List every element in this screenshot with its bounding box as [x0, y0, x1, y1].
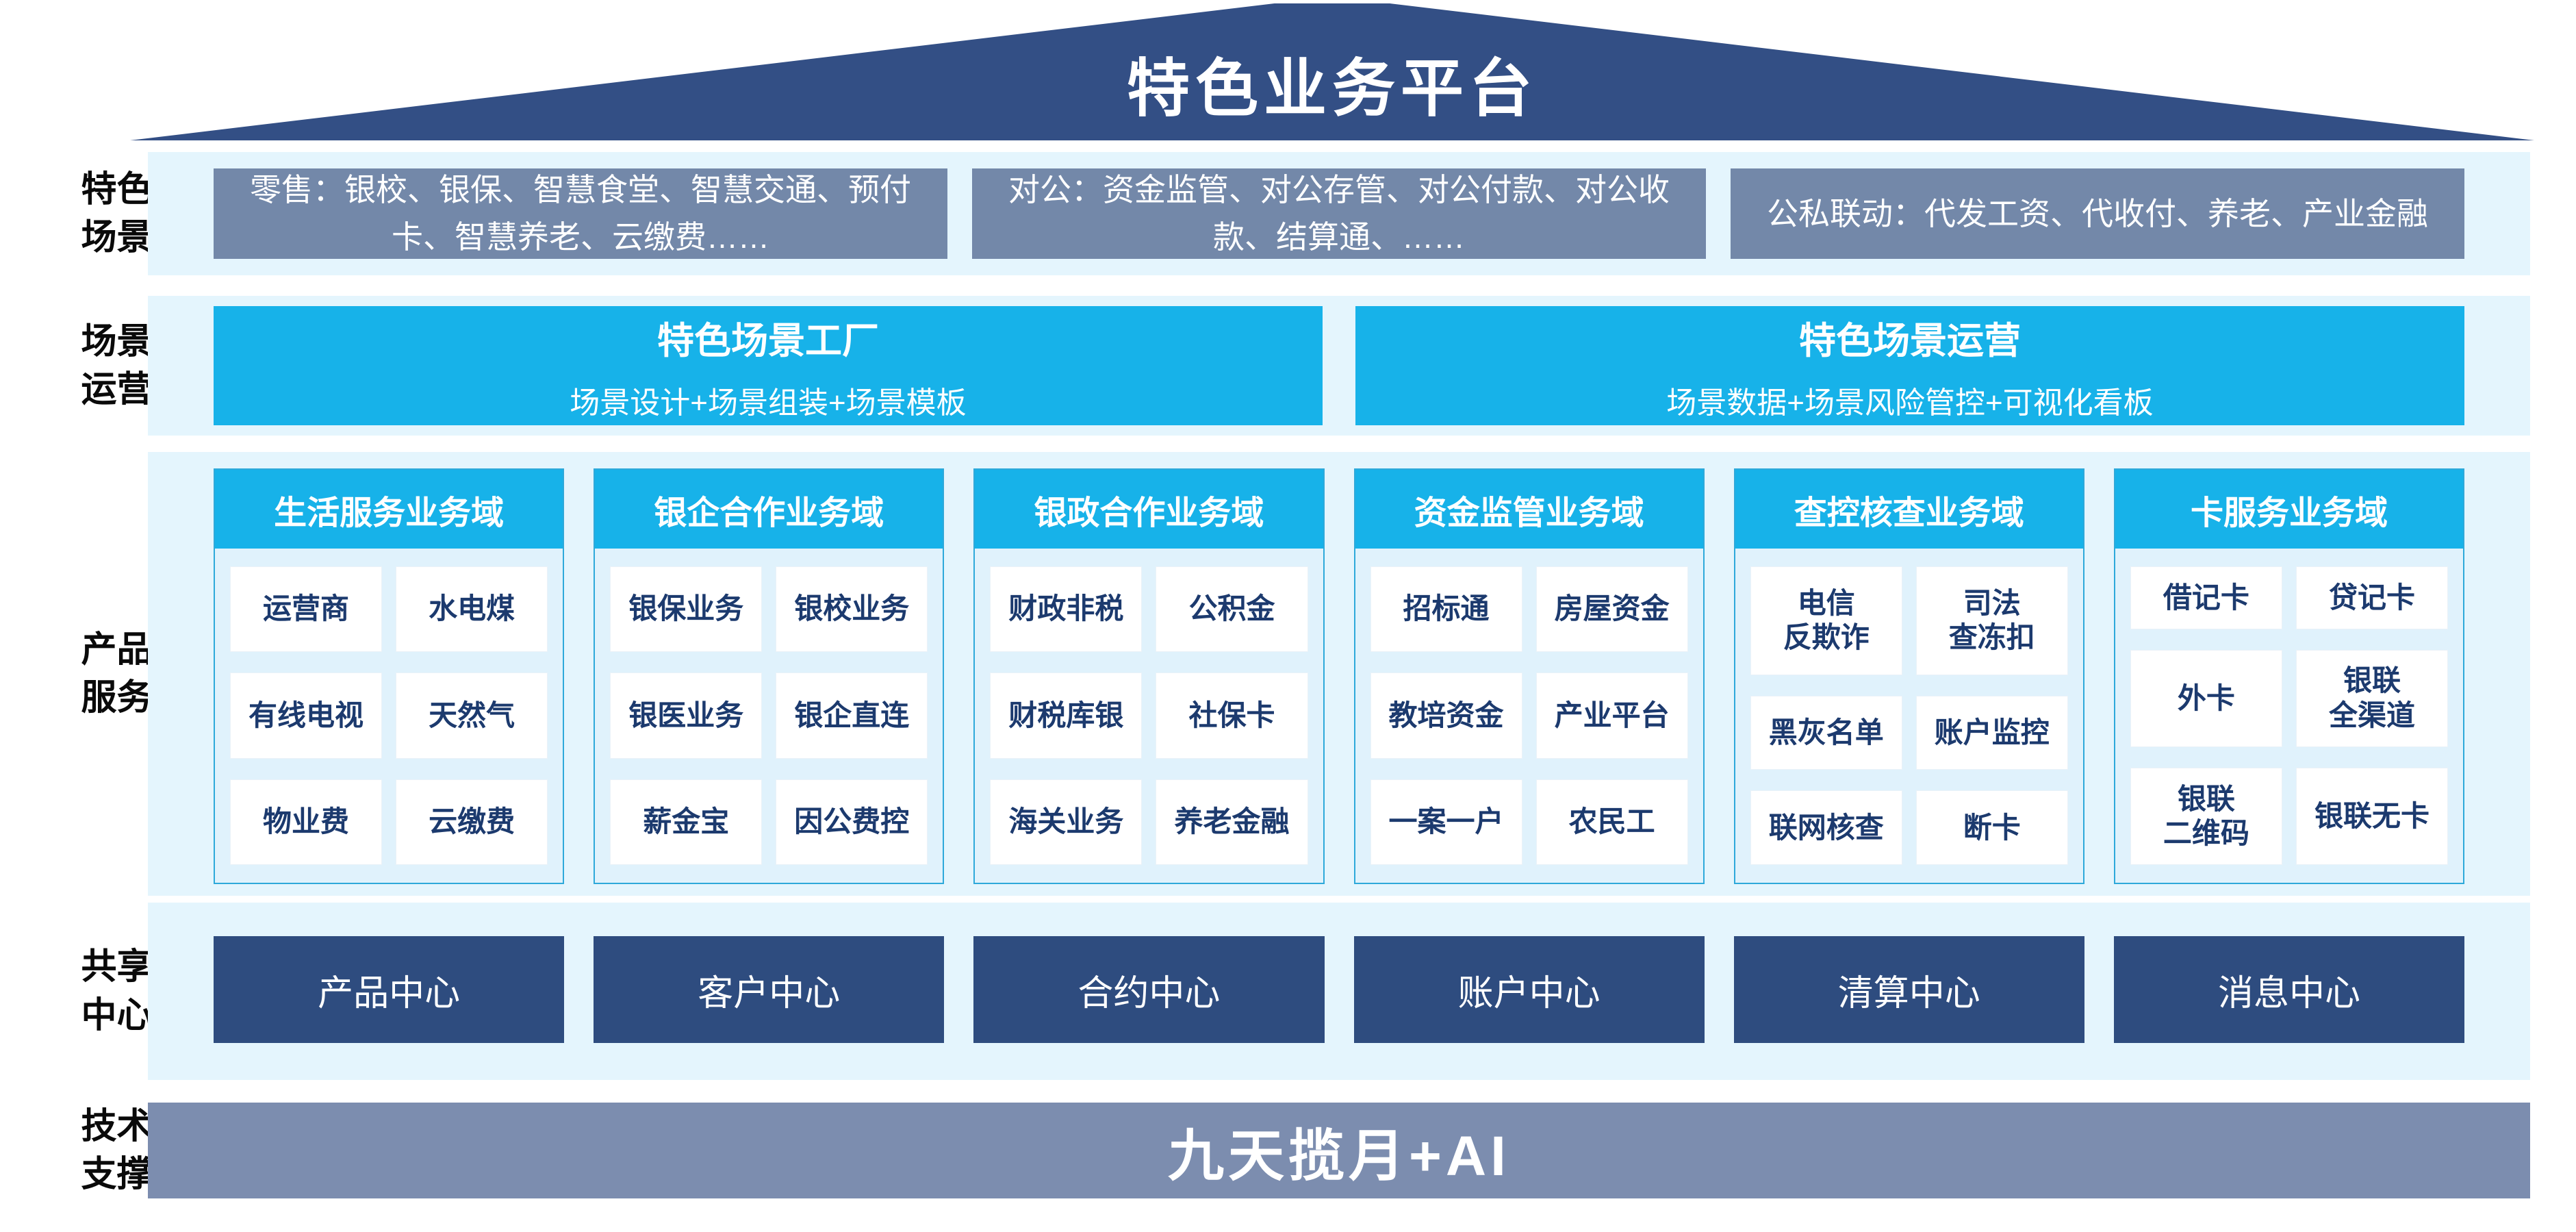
- product-cell: 银联无卡: [2295, 767, 2449, 865]
- scene-box-retail: 零售：银校、银保、智慧食堂、智慧交通、预付卡、智慧养老、云缴费……: [214, 168, 947, 259]
- scene-factory-title: 特色场景工厂: [657, 320, 879, 362]
- column-body: 银保业务 银校业务 银医业务 银企直连 薪金宝 因公费控: [595, 549, 943, 883]
- scene-operation-title: 特色场景运营: [1799, 320, 2021, 362]
- product-cell: 银企直连: [776, 672, 928, 759]
- scene-box-corporate: 对公：资金监管、对公存管、对公付款、对公收款、结算通、……: [972, 168, 1706, 259]
- product-cell: 物业费: [230, 779, 383, 865]
- product-cell: 一案一户: [1370, 779, 1522, 865]
- column-header: 银政合作业务域: [975, 470, 1323, 549]
- product-cell: 断卡: [1915, 790, 2068, 865]
- product-cell: 黑灰名单: [1750, 695, 1902, 770]
- band-featured-scenes: 特色 场景 零售：银校、银保、智慧食堂、智慧交通、预付卡、智慧养老、云缴费…… …: [0, 152, 2576, 275]
- product-cell: 教培资金: [1370, 672, 1522, 759]
- band-tech-support: 技术 支撑 九天揽月+AI: [0, 1103, 2576, 1198]
- product-column-card-services: 卡服务业务域 借记卡 贷记卡 外卡 银联 全渠道 银联 二维码 银联无卡: [2113, 468, 2465, 884]
- product-cell: 养老金融: [1156, 779, 1308, 865]
- platform-title: 特色业务平台: [1126, 54, 1538, 124]
- column-header: 卡服务业务域: [2115, 470, 2464, 549]
- band-product-services: 产品 服务 生活服务业务域 运营商 水电煤 有线电视 天然气 物业费 云缴费 银…: [0, 452, 2576, 896]
- scene-operation-box: 特色场景运营 场景数据+场景风险管控+可视化看板: [1355, 306, 2464, 425]
- product-cell: 银医业务: [610, 672, 763, 759]
- product-cell: 借记卡: [2130, 566, 2282, 629]
- column-body: 电信 反欺诈 司法 查冻扣 黑灰名单 账户监控 联网核查 断卡: [1735, 549, 2083, 883]
- product-cell: 电信 反欺诈: [1750, 566, 1902, 675]
- scene-operation-subtitle: 场景数据+场景风险管控+可视化看板: [1666, 386, 2154, 420]
- product-cell: 云缴费: [396, 779, 548, 865]
- column-body: 招标通 房屋资金 教培资金 产业平台 一案一户 农民工: [1355, 549, 1703, 883]
- product-cell: 运营商: [230, 566, 383, 653]
- product-cell: 因公费控: [776, 779, 928, 865]
- scene-box-public-private: 公私联动：代发工资、代收付、养老、产业金融: [1731, 168, 2464, 259]
- roof-banner: 特色业务平台: [130, 3, 2534, 140]
- product-cell: 联网核查: [1750, 790, 1902, 865]
- product-cell: 银联 全渠道: [2295, 649, 2449, 747]
- product-cell: 薪金宝: [610, 779, 763, 865]
- column-body: 借记卡 贷记卡 外卡 银联 全渠道 银联 二维码 银联无卡: [2115, 549, 2463, 883]
- product-cell: 银保业务: [610, 566, 763, 653]
- product-cell: 有线电视: [230, 672, 383, 759]
- product-cell: 银联 二维码: [2130, 767, 2282, 865]
- side-label-tech-support: 技术 支撑: [81, 1106, 153, 1194]
- product-cell: 银校业务: [776, 566, 928, 653]
- column-header: 银企合作业务域: [595, 470, 943, 549]
- product-cell: 财税库银: [990, 672, 1143, 759]
- product-column-bank-government: 银政合作业务域 财政非税 公积金 财税库银 社保卡 海关业务 养老金融: [973, 468, 1325, 884]
- product-cell: 外卡: [2130, 649, 2282, 747]
- product-cell: 账户监控: [1915, 695, 2068, 770]
- scene-factory-box: 特色场景工厂 场景设计+场景组装+场景模板: [214, 306, 1323, 425]
- center-box-account: 账户中心: [1353, 936, 1705, 1043]
- product-cell: 招标通: [1370, 566, 1522, 653]
- product-cell: 房屋资金: [1535, 566, 1688, 653]
- product-cell: 财政非税: [990, 566, 1143, 653]
- product-column-bank-enterprise: 银企合作业务域 银保业务 银校业务 银医业务 银企直连 薪金宝 因公费控: [594, 468, 945, 884]
- product-services-panel: 生活服务业务域 运营商 水电煤 有线电视 天然气 物业费 云缴费 银企合作业务域…: [148, 452, 2530, 896]
- product-column-inquiry-verification: 查控核查业务域 电信 反欺诈 司法 查冻扣 黑灰名单 账户监控 联网核查 断卡: [1733, 468, 2084, 884]
- product-cell: 产业平台: [1535, 672, 1688, 759]
- product-column-life-services: 生活服务业务域 运营商 水电煤 有线电视 天然气 物业费 云缴费: [214, 468, 565, 884]
- column-header: 查控核查业务域: [1735, 470, 2083, 549]
- scene-operation-panel: 特色场景工厂 场景设计+场景组装+场景模板 特色场景运营 场景数据+场景风险管控…: [148, 296, 2530, 436]
- side-label-shared-centers: 共享 中心: [81, 947, 153, 1035]
- product-cell: 天然气: [396, 672, 548, 759]
- band-scene-operation: 场景 运营 特色场景工厂 场景设计+场景组装+场景模板 特色场景运营 场景数据+…: [0, 296, 2576, 436]
- side-label-scene-operation: 场景 运营: [81, 321, 153, 410]
- band-shared-centers: 共享 中心 产品中心 客户中心 合约中心 账户中心 清算中心 消息中心: [0, 903, 2576, 1080]
- product-cell: 司法 查冻扣: [1915, 566, 2068, 675]
- center-box-message: 消息中心: [2113, 936, 2465, 1043]
- tech-support-bar: 九天揽月+AI: [148, 1103, 2530, 1198]
- product-cell: 农民工: [1535, 779, 1688, 865]
- center-box-contract: 合约中心: [973, 936, 1325, 1043]
- center-box-customer: 客户中心: [594, 936, 945, 1043]
- product-cell: 公积金: [1156, 566, 1308, 653]
- scene-factory-subtitle: 场景设计+场景组装+场景模板: [570, 386, 967, 420]
- product-cell: 贷记卡: [2295, 566, 2449, 629]
- product-cell: 海关业务: [990, 779, 1143, 865]
- center-box-clearing: 清算中心: [1733, 936, 2084, 1043]
- column-header: 生活服务业务域: [215, 470, 563, 549]
- column-body: 财政非税 公积金 财税库银 社保卡 海关业务 养老金融: [975, 549, 1323, 883]
- side-label-product-services: 产品 服务: [81, 629, 153, 718]
- featured-scenes-panel: 零售：银校、银保、智慧食堂、智慧交通、预付卡、智慧养老、云缴费…… 对公：资金监…: [148, 152, 2530, 275]
- product-cell: 社保卡: [1156, 672, 1308, 759]
- column-body: 运营商 水电煤 有线电视 天然气 物业费 云缴费: [215, 549, 563, 883]
- shared-centers-panel: 产品中心 客户中心 合约中心 账户中心 清算中心 消息中心: [148, 903, 2530, 1080]
- column-header: 资金监管业务域: [1355, 470, 1703, 549]
- side-label-featured-scenes: 特色 场景: [81, 169, 153, 257]
- center-box-product: 产品中心: [214, 936, 565, 1043]
- product-cell: 水电煤: [396, 566, 548, 653]
- product-column-fund-supervision: 资金监管业务域 招标通 房屋资金 教培资金 产业平台 一案一户 农民工: [1353, 468, 1705, 884]
